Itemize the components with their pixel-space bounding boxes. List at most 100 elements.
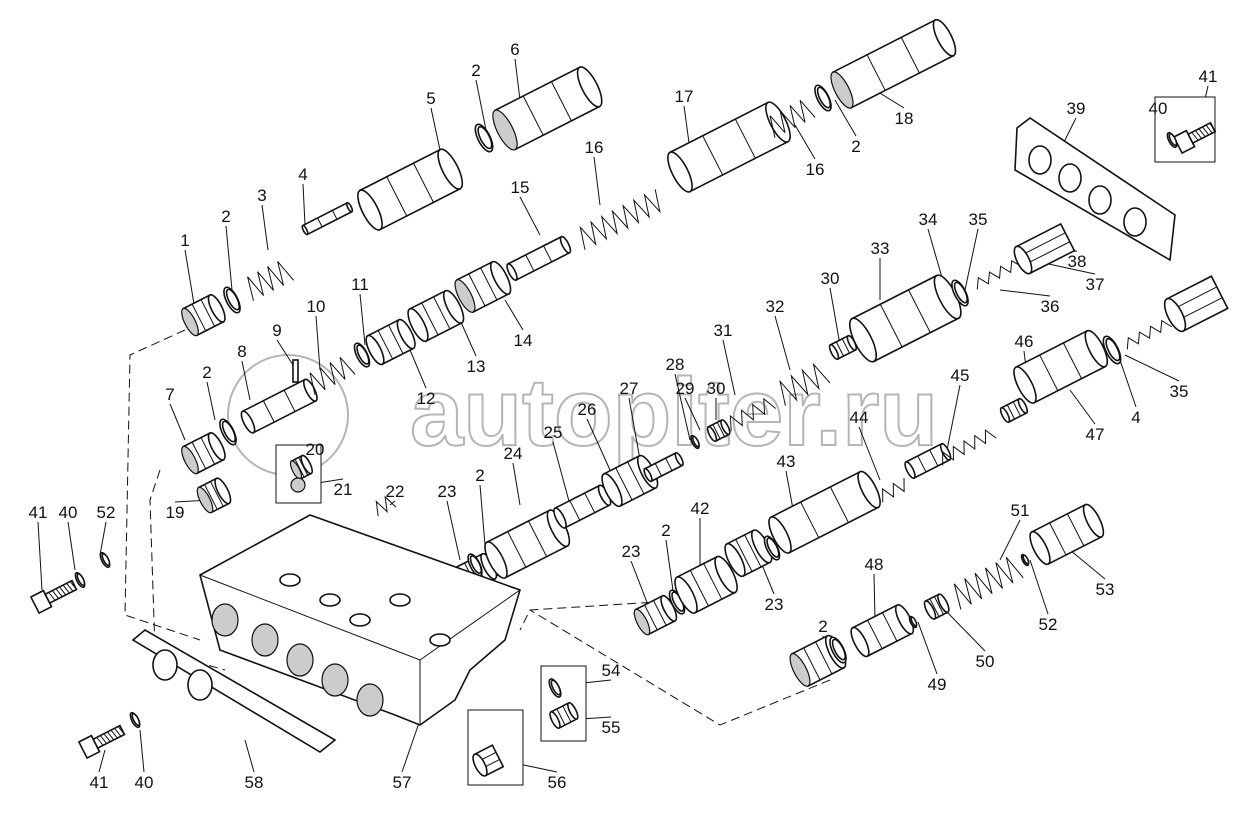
part-end	[442, 289, 465, 324]
part-face	[301, 224, 309, 236]
leader-line	[917, 621, 938, 675]
part-groove	[388, 324, 404, 354]
hex-face	[1163, 297, 1187, 333]
part-groove	[744, 534, 762, 568]
ring-inner	[356, 344, 370, 365]
callout-label: 48	[865, 555, 884, 574]
bolt-thread	[103, 733, 111, 743]
callout-label: 31	[714, 321, 733, 340]
ring-inner	[816, 86, 832, 109]
bolt-thread	[99, 735, 108, 744]
cylinder-part	[181, 431, 226, 475]
leader-line	[944, 609, 986, 652]
part-groove	[262, 400, 275, 423]
part-end	[674, 451, 684, 467]
callout-label: 38	[1068, 252, 1087, 271]
part-face	[674, 576, 698, 614]
o-ring	[908, 615, 918, 629]
part-groove	[413, 162, 434, 203]
leader-line	[241, 360, 251, 401]
leader-line	[169, 403, 186, 441]
cylinder-part	[484, 509, 571, 579]
bolt-thread	[1191, 132, 1199, 141]
cylinder-part	[850, 603, 915, 658]
leader-line	[593, 156, 601, 206]
part-face	[904, 461, 916, 479]
parts	[29, 18, 1229, 786]
leader-line	[504, 299, 524, 331]
part-groove	[569, 500, 581, 521]
part-face	[999, 406, 1011, 424]
callout-label: 47	[1086, 425, 1105, 444]
part-groove	[421, 302, 439, 336]
gasket-plate-58	[131, 629, 337, 753]
part-end	[207, 432, 226, 461]
cylinder-part	[904, 442, 952, 480]
leader-line	[512, 462, 521, 506]
leader-line	[99, 521, 107, 556]
callout-label: 2	[661, 521, 670, 540]
part-groove	[525, 254, 535, 272]
part-groove	[702, 135, 724, 176]
spring-coil	[882, 478, 905, 503]
part-groove	[317, 217, 323, 228]
watermark: autopiter.ru	[227, 354, 939, 476]
part-face	[240, 410, 256, 434]
callout-label: 14	[514, 331, 533, 350]
callout-label: 53	[1096, 580, 1115, 599]
callout-label: 2	[221, 207, 230, 226]
callout-label: 41	[1199, 67, 1218, 86]
ring-inner	[131, 712, 141, 727]
part-groove	[815, 641, 833, 675]
cylinder-part	[301, 201, 354, 236]
leader-line	[359, 293, 366, 346]
part-groove	[689, 570, 709, 607]
part-groove	[386, 176, 408, 217]
cylinder-part	[549, 701, 579, 730]
cylinder-part	[196, 477, 232, 514]
part-groove	[522, 95, 544, 136]
part-groove	[468, 273, 486, 307]
callout-label: 35	[969, 210, 988, 229]
leader-line	[261, 204, 269, 251]
part-end	[714, 555, 738, 594]
callout-label: 26	[578, 400, 597, 419]
o-ring	[548, 678, 562, 698]
leader-line	[829, 287, 841, 346]
cylinder-part	[492, 66, 603, 151]
pin-part	[292, 359, 299, 383]
callout-label: 43	[777, 452, 796, 471]
part-groove	[803, 647, 821, 681]
callout-label: 23	[438, 482, 457, 501]
ring-inner	[953, 281, 969, 304]
detail-box	[540, 665, 587, 742]
callout-label: 20	[306, 440, 325, 459]
hex-edge	[1025, 241, 1071, 265]
callout-label: 18	[895, 109, 914, 128]
callout-label: 27	[620, 379, 639, 398]
callout-label: 52	[97, 503, 116, 522]
part-groove	[908, 289, 931, 333]
cylinder-part	[768, 470, 881, 554]
cylinder-part	[1013, 329, 1109, 404]
spring-coil	[1126, 319, 1173, 350]
cylinder-part	[454, 260, 512, 314]
part-face	[506, 263, 518, 281]
ring-inner	[469, 555, 483, 575]
callout-label: 28	[666, 355, 685, 374]
dashed-path	[124, 329, 201, 641]
part-groove	[881, 612, 898, 642]
cylinder-part	[1029, 503, 1105, 566]
cylinder-part	[667, 101, 791, 193]
leader-line	[459, 319, 477, 357]
ring-inner	[766, 537, 780, 558]
part-groove	[331, 210, 338, 220]
part-groove	[283, 389, 296, 412]
part-groove	[1062, 342, 1083, 379]
part-groove	[929, 449, 939, 467]
part-face	[724, 542, 746, 578]
callout-label: 35	[1170, 382, 1189, 401]
callout-label: 9	[272, 321, 281, 340]
